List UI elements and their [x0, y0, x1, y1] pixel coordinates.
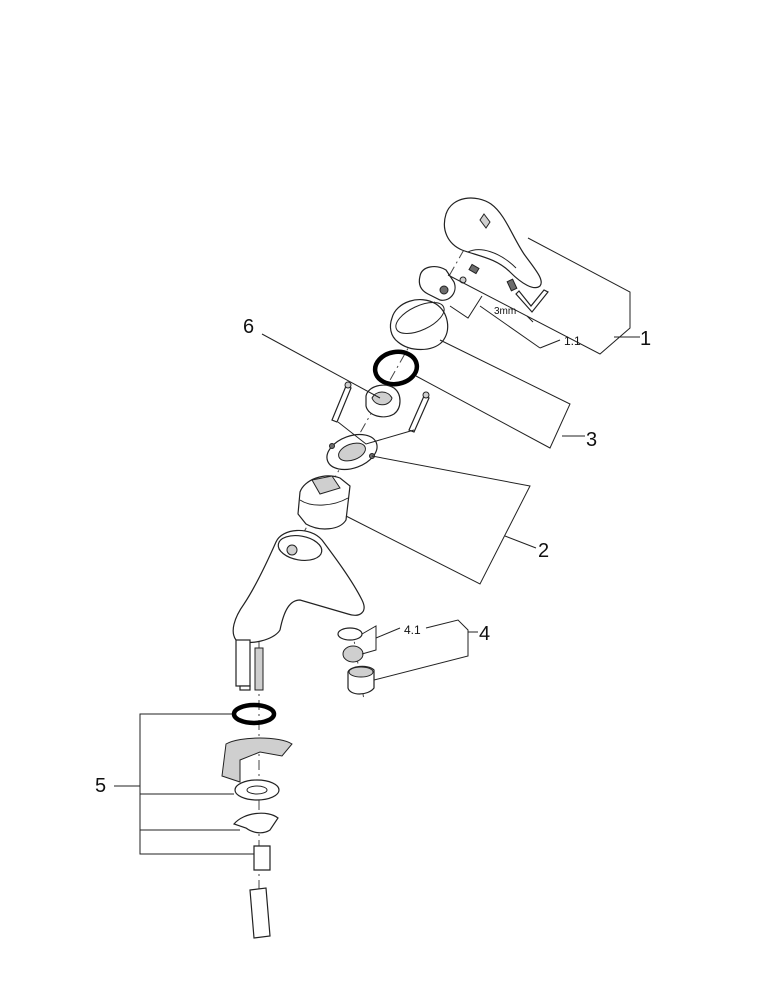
label-part-1: 1 — [640, 328, 651, 350]
cartridge-head — [365, 384, 401, 418]
mounting-bolts — [331, 381, 430, 433]
label-part-2: 2 — [538, 540, 549, 562]
label-tool-size: 3mm — [494, 306, 516, 317]
label-part-3: 3 — [586, 429, 597, 451]
mounting-set — [221, 702, 293, 939]
label-part-6: 6 — [243, 316, 254, 338]
label-part-4: 4 — [479, 623, 490, 645]
handle-connector — [418, 263, 480, 301]
o-ring-upper — [372, 349, 420, 387]
leader-lines — [114, 237, 640, 855]
cartridge-body — [297, 475, 351, 530]
lever-handle — [443, 197, 542, 289]
faucet-body — [232, 529, 365, 691]
dome-cap — [389, 299, 449, 351]
label-part-1-1: 1.1 — [564, 334, 581, 348]
label-part-5: 5 — [95, 775, 106, 797]
hex-key-tool — [506, 278, 549, 323]
aerator-set — [337, 627, 375, 695]
part-labels: 1 1.1 3mm 6 3 2 4.1 4 5 — [95, 306, 651, 797]
label-part-4-1: 4.1 — [404, 623, 421, 637]
flange-plate — [326, 433, 378, 471]
